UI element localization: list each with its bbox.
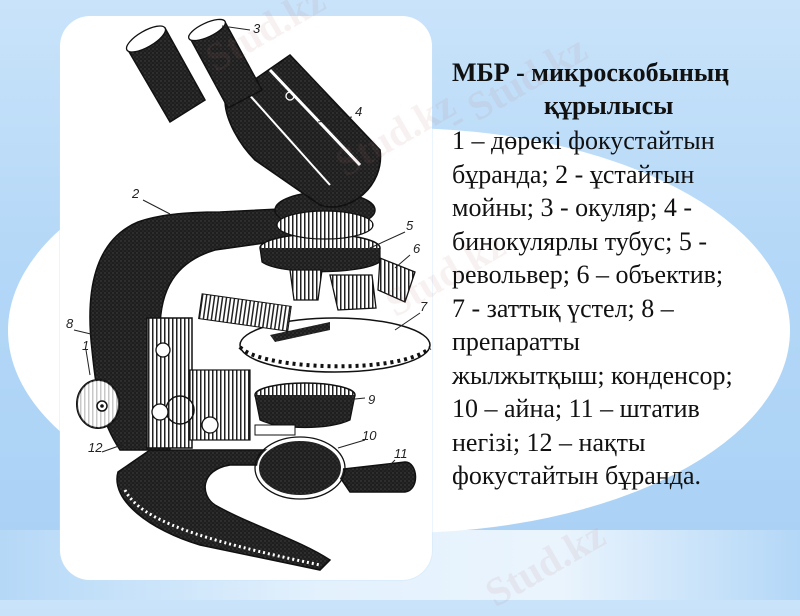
legend-line: мойны; 3 - окуляр; 4 - — [452, 193, 693, 222]
callout-9: 9 — [368, 392, 375, 407]
legend-line: препаратты — [452, 327, 580, 356]
callout-6: 6 — [413, 241, 421, 256]
callout-1: 1 — [82, 338, 89, 353]
legend-line: бұранда; 2 - ұстайтын — [452, 159, 695, 189]
callout-8: 8 — [66, 316, 74, 331]
objective — [329, 274, 377, 311]
callout-10: 10 — [362, 428, 377, 443]
legend-line: негізі; 12 – нақты — [452, 427, 646, 457]
legend-line: 10 – айна; 11 – штатив — [452, 394, 700, 423]
microscope-image-card: 2 3 4 5 6 7 8 1 9 10 11 12 — [60, 16, 432, 580]
arm — [89, 207, 301, 451]
callout-11: 11 — [394, 446, 408, 461]
legend-line: бинокулярлы тубус; 5 - — [452, 226, 708, 256]
callout-2: 2 — [131, 186, 140, 201]
mirror — [257, 439, 343, 497]
callout-7: 7 — [420, 299, 428, 314]
slide-title-continued: құрылысы — [544, 91, 674, 120]
stand-base — [116, 449, 332, 571]
callout-3: 3 — [253, 21, 261, 36]
slide-title: МБР - микроскобының — [452, 58, 730, 87]
parts-legend: 1 – дөрекі фокустайтын бұранда; 2 - ұста… — [452, 124, 797, 493]
legend-line: жылжытқыш; конденсор; — [452, 360, 733, 390]
legend-line: револьвер; 6 – объектив; — [452, 260, 724, 289]
binocular-tube — [224, 53, 382, 208]
stage-column — [146, 317, 193, 449]
fine-focus-knob — [165, 395, 195, 425]
legend-line: 1 – дөрекі фокустайтын — [452, 126, 715, 155]
callout-12: 12 — [88, 440, 103, 455]
legend-line: фокустайтын бұранда. — [452, 461, 701, 490]
description-block: МБР - микроскобының құрылысы 1 – дөрекі … — [452, 56, 797, 493]
legend-line: 7 - заттық үстел; 8 – — [452, 293, 674, 323]
callout-5: 5 — [406, 218, 414, 233]
microscope-illustration: 2 3 4 5 6 7 8 1 9 10 11 12 — [66, 18, 432, 571]
callout-4: 4 — [355, 104, 362, 119]
